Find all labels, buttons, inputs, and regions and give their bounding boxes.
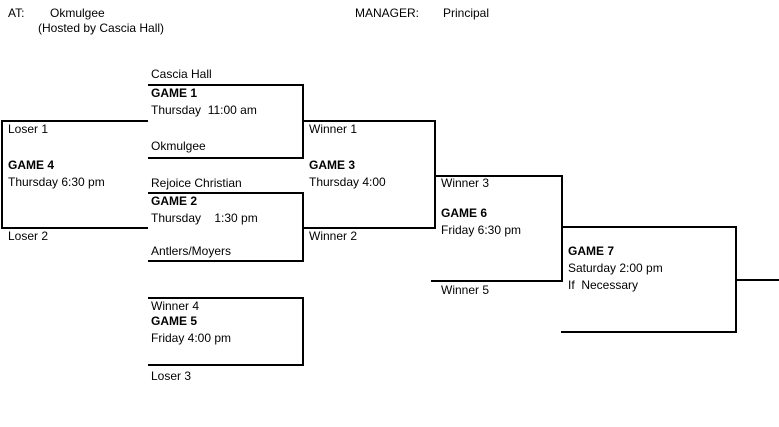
game4-bottom-feeder-line: [1, 227, 148, 229]
game6-top-slot-label: Winner 3: [441, 176, 490, 190]
game2-top-slot-label: Rejoice Christian: [151, 176, 242, 190]
game6-schedule: Friday 6:30 pm: [441, 223, 522, 237]
game5-connector-line: [302, 297, 304, 366]
game1-top-slot-label: Cascia Hall: [151, 67, 212, 81]
at-label: AT:: [8, 6, 25, 20]
manager-label: MANAGER:: [355, 6, 420, 20]
game4-connector-line: [1, 120, 3, 229]
game6-bottom-slot-label: Winner 5: [441, 283, 490, 297]
at-value: Okmulgee: [50, 6, 105, 20]
game3-connector-line: [434, 120, 436, 229]
game4-title: GAME 4: [8, 158, 55, 172]
game2-schedule: Thursday 1:30 pm: [151, 211, 258, 225]
game7-note: If Necessary: [568, 278, 639, 292]
game7-title: GAME 7: [568, 244, 615, 258]
game3-schedule: Thursday 4:00: [309, 175, 386, 189]
game5-bottom-slot-label: Loser 3: [151, 369, 192, 383]
game5-title: GAME 5: [151, 314, 198, 328]
game1-top-feeder-line: [148, 84, 304, 86]
game3-bottom-slot-label: Winner 2: [309, 229, 358, 243]
game6-top-feeder-line: [434, 175, 563, 177]
game4-top-feeder-line: [1, 120, 148, 122]
game2-title: GAME 2: [151, 194, 198, 208]
game1-bottom-feeder-line: [148, 157, 304, 159]
game1-title: GAME 1: [151, 86, 198, 100]
game1-bottom-slot-label: Okmulgee: [151, 139, 206, 153]
game1-schedule: Thursday 11:00 am: [151, 103, 257, 117]
manager-value: Principal: [443, 6, 490, 20]
game4-top-slot-label: Loser 1: [8, 122, 49, 136]
game2-bottom-slot-label: Antlers/Moyers: [151, 244, 232, 258]
game6-bottom-feeder-line: [431, 280, 563, 282]
game5-schedule: Friday 4:00 pm: [151, 331, 232, 345]
champion-line: [735, 279, 779, 281]
game5-top-feeder-line: [148, 297, 304, 299]
hosted-note: (Hosted by Cascia Hall): [38, 21, 165, 35]
game6-connector-line: [561, 175, 563, 282]
game3-top-feeder-line: [302, 120, 436, 122]
game5-top-slot-label: Winner 4: [151, 299, 200, 313]
game4-bottom-slot-label: Loser 2: [8, 229, 49, 243]
game3-top-slot-label: Winner 1: [309, 122, 358, 136]
game3-title: GAME 3: [309, 158, 356, 172]
game7-top-feeder-line: [561, 226, 737, 228]
game2-top-feeder-line: [148, 192, 304, 194]
game3-bottom-feeder-line: [302, 227, 436, 229]
game7-schedule: Saturday 2:00 pm: [568, 261, 663, 275]
game2-bottom-feeder-line: [148, 260, 304, 262]
game6-title: GAME 6: [441, 206, 488, 220]
game5-bottom-feeder-line: [148, 364, 304, 366]
game7-bottom-feeder-line: [561, 331, 737, 333]
game4-schedule: Thursday 6:30 pm: [8, 175, 105, 189]
